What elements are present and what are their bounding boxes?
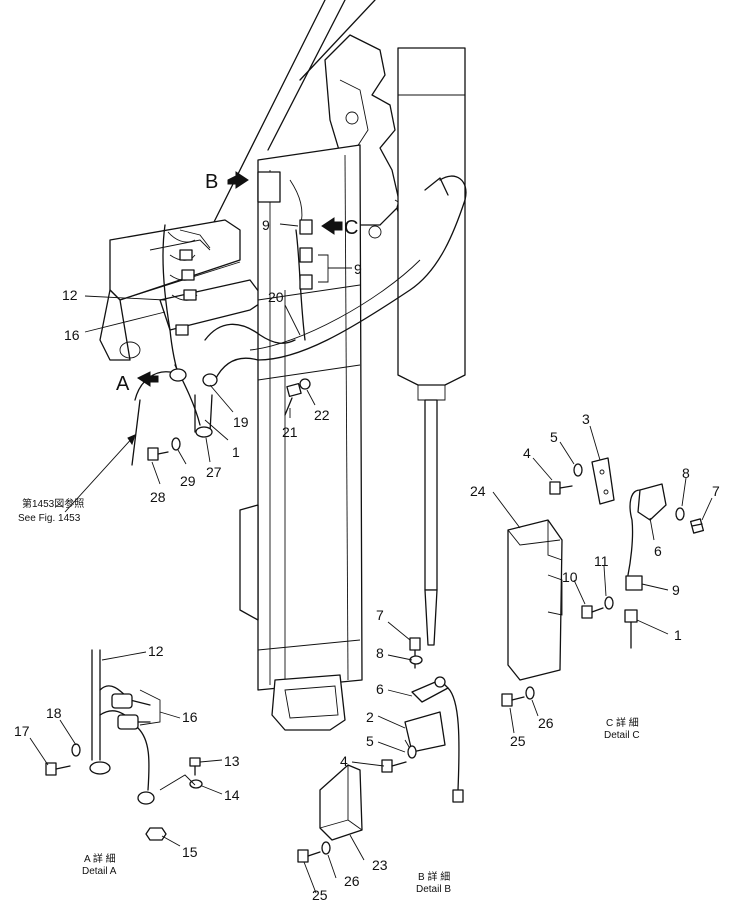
callout-6-b: 6 [376,681,384,697]
callout-25-b: 25 [312,887,328,902]
callout-29: 29 [180,473,196,489]
detail-marker-c: C [344,217,358,239]
callout-9-upper: 9 [262,217,270,233]
callout-5-c: 5 [550,429,558,445]
boom-assembly [99,0,466,731]
detail-b-en: Detail B [416,884,451,895]
callout-21: 21 [282,424,298,440]
captions: 第1453図参照 See Fig. 1453 A 詳 細 Detail A B … [18,497,640,895]
callout-26-b: 26 [344,873,360,889]
callout-4-b: 4 [340,753,348,769]
callout-28: 28 [150,489,166,505]
see-fig-en: See Fig. 1453 [18,513,81,524]
detail-arrow-c: C [321,217,358,239]
detail-c-jp: C 詳 細 [606,716,639,729]
callout-20: 20 [268,289,284,305]
callout-5-b: 5 [366,733,374,749]
callout-10: 10 [562,569,578,585]
callout-18: 18 [46,705,62,721]
detail-c-en: Detail C [604,730,640,741]
callout-labels: 12 16 20 9 9 19 1 27 29 28 21 22 3 5 4 2… [14,217,720,902]
callout-3: 3 [582,411,590,427]
callout-26-c: 26 [538,715,554,731]
callout-7-c: 7 [712,483,720,499]
callout-11: 11 [594,553,609,569]
callout-22: 22 [314,407,330,423]
callout-7-b: 7 [376,607,384,623]
detail-b-jp: B 詳 細 [418,870,450,883]
detail-a-en: Detail A [82,866,117,877]
detail-b [297,621,464,894]
callout-9-group: 9 [354,261,362,277]
callout-14: 14 [224,787,240,803]
detail-arrow-a: A [116,371,159,395]
callout-2: 2 [366,709,374,725]
main-bolts [147,378,311,461]
callout-23: 23 [372,857,388,873]
detail-a [29,649,223,847]
detail-a-jp: A 詳 細 [84,852,116,865]
callout-8-c: 8 [682,465,690,481]
callout-9-c: 9 [672,582,680,598]
callout-27: 27 [206,464,222,480]
callout-12: 12 [62,287,78,303]
callout-15: 15 [182,844,198,860]
callout-16-a: 16 [182,709,198,725]
callout-19: 19 [233,414,249,430]
callout-16: 16 [64,327,80,343]
callout-12-a: 12 [148,643,164,659]
callout-1-c: 1 [674,627,682,643]
detail-arrow-b: B [205,171,249,193]
detail-marker-a: A [116,373,130,395]
wiring-harness [131,171,467,466]
detail-c [492,425,713,734]
callout-4-c: 4 [523,445,531,461]
detail-marker-b: B [205,171,218,193]
callout-6-c: 6 [654,543,662,559]
callout-24: 24 [470,483,486,499]
callout-13: 13 [224,753,240,769]
callout-8-b: 8 [376,645,384,661]
callout-1-main: 1 [232,444,240,460]
callout-25-c: 25 [510,733,526,749]
callout-17: 17 [14,723,30,739]
leader-lines-main [64,223,352,513]
see-fig-jp: 第1453図参照 [22,497,84,510]
